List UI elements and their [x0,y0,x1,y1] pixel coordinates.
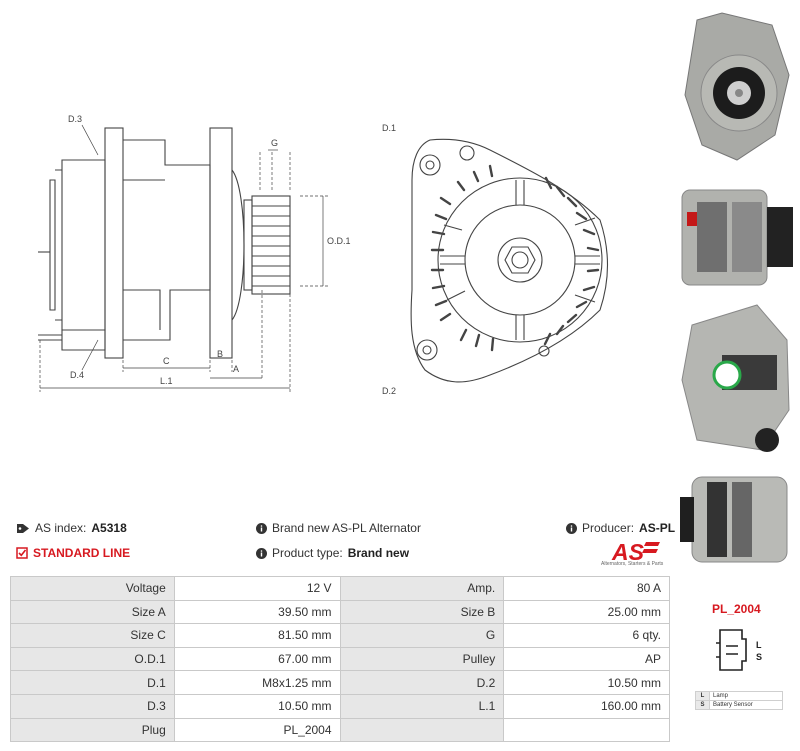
label-d3: D.3 [68,114,82,124]
description-text: Brand new AS-PL Alternator [272,521,421,535]
spec-label: D.1 [10,670,175,695]
spec-value [503,717,670,743]
plug-connector-icon: L S [716,629,762,671]
tag-icon [17,523,29,533]
producer-value: AS-PL [639,521,676,535]
front-view-drawing [410,138,609,383]
spec-value: 10.50 mm [503,670,670,695]
logo-tagline: Alternators, Starters & Parts [601,561,664,567]
logo-text: AS [611,539,645,564]
technical-drawings: D.3 D.4 G O.D.1 C B A L.1 D.1 D.2 [38,114,609,396]
spec-label: G [339,623,505,648]
label-od1: O.D.1 [327,236,351,246]
spec-value: 39.50 mm [173,599,341,625]
spec-label: Pulley [339,646,505,672]
description-row: Brand new AS-PL Alternator [256,521,421,535]
spec-label: Amp. [339,576,505,601]
label-g: G [271,138,278,148]
legend-value: Lamp [709,691,783,701]
plug-pin-s: S [756,652,762,662]
spec-value: 12 V [173,576,341,601]
spec-label: Size A [10,599,175,625]
standard-line-label: STANDARD LINE [33,546,131,560]
product-type-row: Product type: Brand new [256,546,409,560]
product-photo-top [677,462,795,577]
plug-pin-l: L [756,640,762,650]
spec-value: 160.00 mm [503,693,670,719]
spec-value: 81.50 mm [173,623,341,648]
plug-legend: L Lamp S Battery Sensor [695,691,783,710]
info-icon [256,547,267,559]
check-square-icon [16,547,28,559]
legend-row: L Lamp [695,691,783,701]
standard-line-row: STANDARD LINE [16,546,130,560]
label-d4: D.4 [70,370,84,380]
product-photo-side [677,172,795,297]
side-view-drawing: D.3 D.4 G O.D.1 C B A L.1 D.1 D.2 [38,114,609,396]
product-photo-back [677,300,795,460]
as-index-label: AS index: [35,521,87,535]
spec-value: AP [503,646,670,672]
label-b: B [217,349,223,359]
as-index-row: AS index: A5318 [16,521,127,535]
spec-label: Size B [339,599,505,625]
info-icon [566,522,577,534]
spec-label: O.D.1 [10,646,175,672]
spec-label: Voltage [10,576,175,601]
label-c: C [163,356,170,366]
spec-value: 67.00 mm [173,646,341,672]
label-d1: D.1 [382,123,396,133]
as-logo: AS [598,538,670,570]
spec-value: 10.50 mm [173,693,341,719]
spec-value: M8x1.25 mm [173,670,341,695]
info-icon [256,522,267,534]
producer-label: Producer: [582,521,635,535]
spec-label: D.2 [339,670,505,695]
spec-value: 80 A [503,576,670,601]
legend-key: L [695,691,710,701]
product-type-label: Product type: [272,546,343,560]
spec-label: D.3 [10,693,175,719]
label-a: A [233,364,239,374]
legend-key: S [695,700,710,710]
spec-label [339,717,505,743]
product-type-value: Brand new [347,546,410,560]
spec-label: L.1 [339,693,505,719]
product-photo-front [677,5,795,165]
spec-label: Size C [10,623,175,648]
spec-value: 25.00 mm [503,599,670,625]
spec-value: 6 qty. [503,623,670,648]
label-d2: D.2 [382,386,396,396]
producer-row: Producer: AS-PL [566,521,675,535]
spec-value: PL_2004 [173,717,341,743]
spec-label: Plug [10,717,175,743]
legend-row: S Battery Sensor [695,700,783,710]
legend-value: Battery Sensor [709,700,783,710]
as-index-value: A5318 [91,521,127,535]
plug-title: PL_2004 [712,602,761,616]
label-l1: L.1 [160,376,173,386]
